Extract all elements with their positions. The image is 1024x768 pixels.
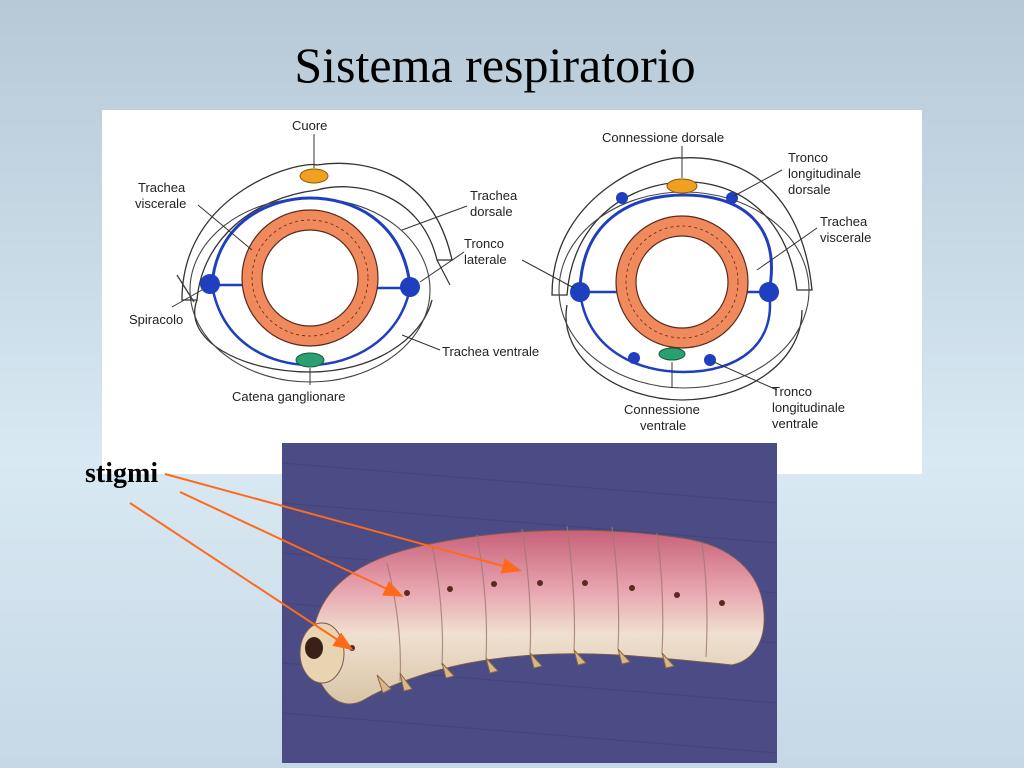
label-tronco-long-ventrale-l1: Tronco — [772, 384, 812, 399]
heart — [299, 168, 329, 184]
arrow-3 — [129, 502, 354, 651]
left-spiracle-node — [200, 274, 220, 294]
label-tronco-laterale-l1: Tronco — [464, 236, 504, 251]
label-trachea-dorsale-l2: dorsale — [470, 204, 513, 219]
label-tronco-long-ventrale-l3: ventrale — [772, 416, 818, 431]
label-tronco-long-dorsale-l1: Tronco — [788, 150, 828, 165]
label-trachea-dorsale-l1: Trachea — [470, 188, 518, 203]
label-tronco-laterale-l2: laterale — [464, 252, 507, 267]
arrow-1 — [164, 473, 522, 574]
ganglion — [295, 352, 325, 368]
label-catena-ganglionare: Catena ganglionare — [232, 389, 345, 404]
left-cross-section — [171, 134, 468, 385]
label-trachea-viscerale-l2: viscerale — [135, 196, 186, 211]
slide-title: Sistema respiratorio — [294, 37, 696, 93]
label-tronco-long-ventrale-l2: longitudinale — [772, 400, 845, 415]
label-connessione-dorsale: Connessione dorsale — [602, 130, 724, 145]
label-trachea-viscerale-r2: viscerale — [820, 230, 871, 245]
label-trachea-viscerale-r1: Trachea — [820, 214, 868, 229]
label-trachea-ventrale: Trachea ventrale — [442, 344, 539, 359]
label-tronco-long-dorsale-l3: dorsale — [788, 182, 831, 197]
arrow-2 — [179, 491, 404, 597]
label-connessione-ventrale-l2: ventrale — [640, 418, 686, 433]
label-connessione-ventrale-l1: Connessione — [624, 402, 700, 417]
right-spiracle-node — [400, 277, 420, 297]
stigmi-label: stigmi — [85, 458, 159, 489]
larva-photo — [281, 443, 778, 763]
cross-section-diagram: Cuore Trachea viscerale Trachea dorsale … — [102, 110, 922, 474]
label-tronco-long-dorsale-l2: longitudinale — [788, 166, 861, 181]
right-cross-section — [521, 146, 818, 401]
label-cuore: Cuore — [292, 118, 327, 133]
label-trachea-viscerale-l1: Trachea — [138, 180, 186, 195]
label-spiracolo: Spiracolo — [129, 312, 183, 327]
